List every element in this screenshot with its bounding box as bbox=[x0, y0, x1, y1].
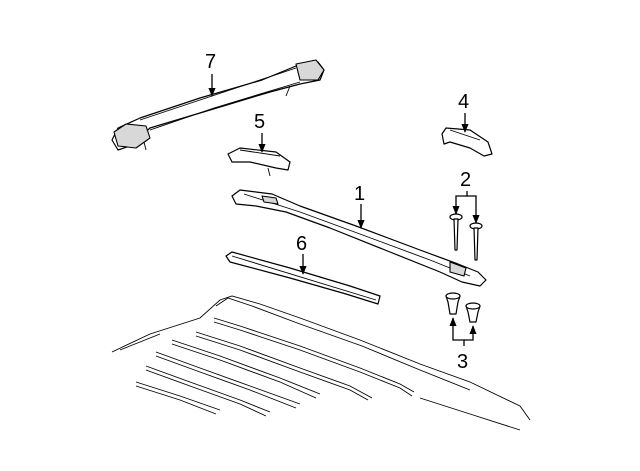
nut-clips bbox=[445, 292, 481, 323]
rear-end-cap bbox=[441, 127, 493, 157]
leader-3a bbox=[449, 317, 465, 346]
callout-6: 6 bbox=[296, 233, 307, 255]
screws bbox=[449, 213, 483, 261]
cross-bar bbox=[111, 59, 325, 151]
callout-5: 5 bbox=[254, 111, 265, 133]
side-rail bbox=[231, 189, 487, 287]
leader-2b bbox=[467, 195, 480, 224]
callout-1: 1 bbox=[354, 183, 365, 205]
callout-3: 3 bbox=[457, 351, 468, 373]
callout-7: 7 bbox=[205, 51, 216, 73]
roof-panel bbox=[111, 295, 531, 431]
leader-2a bbox=[452, 191, 468, 215]
leader-3b bbox=[464, 325, 477, 341]
rail-strip bbox=[225, 251, 381, 305]
callout-2: 2 bbox=[460, 169, 471, 191]
callout-4: 4 bbox=[458, 91, 469, 113]
front-end-cap bbox=[227, 147, 291, 177]
